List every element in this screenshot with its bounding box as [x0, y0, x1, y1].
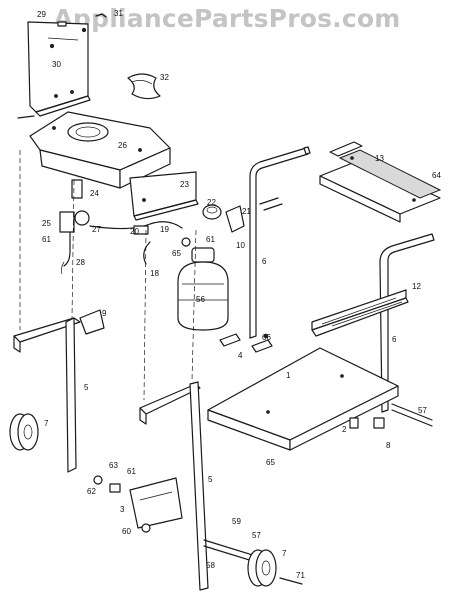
callout-4: 4: [238, 351, 243, 360]
part-7-wheel-right: [247, 549, 303, 587]
callout-6b: 6: [392, 335, 397, 344]
watermark: AppliancePartsPros.com: [53, 4, 401, 33]
axle-bolt-assembly: [203, 403, 433, 563]
callout-59: 59: [232, 517, 241, 526]
callout-26: 26: [118, 141, 127, 150]
callout-65a: 65: [172, 249, 181, 258]
callout-57b: 57: [252, 531, 261, 540]
callout-56: 56: [196, 295, 205, 304]
callout-28: 28: [76, 258, 85, 267]
callout-25: 25: [42, 219, 51, 228]
part-30-side-panel: [27, 13, 107, 117]
callout-20: 20: [130, 227, 139, 236]
callout-62: 62: [87, 487, 96, 496]
part-22-knob: [202, 204, 222, 220]
callout-61c: 61: [127, 467, 136, 476]
part-29-latch-shape: [57, 21, 67, 27]
callout-13: 13: [375, 154, 384, 163]
callout-7a: 7: [44, 419, 49, 428]
part-7-wheel-left: [9, 413, 39, 451]
callout-29: 29: [37, 10, 46, 19]
part-31-clip-shape: [95, 13, 107, 18]
callout-31: 31: [114, 9, 123, 18]
callout-labels: 29 31 30 32 26 23 22 24 25 27 61 28 20 1…: [37, 9, 441, 580]
callout-30: 30: [52, 60, 61, 69]
callout-9: 9: [102, 309, 107, 318]
callout-12: 12: [412, 282, 421, 291]
part-5-left-leg-frame: [13, 150, 105, 473]
part-1-bottom-shelf: [207, 347, 399, 451]
callout-66: 66: [262, 333, 271, 342]
callout-60: 60: [122, 527, 131, 536]
part-4-tank-clip: [219, 333, 273, 353]
callout-18: 18: [150, 269, 159, 278]
part-63-nut-shape: [109, 483, 121, 493]
callout-71: 71: [296, 571, 305, 580]
part-8-foot: [349, 417, 385, 429]
callout-5b: 5: [208, 475, 213, 484]
callout-61a: 61: [42, 235, 51, 244]
callout-23: 23: [180, 180, 189, 189]
part-3-axle-bracket: [93, 475, 183, 533]
callout-3: 3: [120, 505, 125, 514]
part-5-front-leg-frame: [139, 229, 209, 591]
callout-63: 63: [109, 461, 118, 470]
callout-58: 58: [206, 561, 215, 570]
callout-61b: 61: [206, 235, 215, 244]
callout-7b: 7: [282, 549, 287, 558]
callout-6a: 6: [262, 257, 267, 266]
callout-27: 27: [92, 225, 101, 234]
part-13-wood-slats: [319, 141, 442, 223]
callout-22: 22: [207, 198, 216, 207]
callout-57a: 57: [418, 406, 427, 415]
part-56-propane-tank: [177, 247, 229, 331]
part-10-bracket: [225, 197, 283, 233]
callout-32: 32: [160, 73, 169, 82]
part-62-washer-shape: [93, 475, 103, 485]
callout-1: 1: [286, 371, 291, 380]
callout-2: 2: [342, 425, 347, 434]
callout-21: 21: [242, 207, 251, 216]
part-23-control-panel: [129, 171, 199, 221]
callout-24: 24: [90, 189, 99, 198]
callout-19: 19: [160, 225, 169, 234]
callout-64: 64: [432, 171, 441, 180]
callout-5a: 5: [84, 383, 89, 392]
part-12-shelf-rack: [311, 289, 409, 337]
callout-8: 8: [386, 441, 391, 450]
part-32-hook: [127, 73, 161, 100]
callout-10: 10: [236, 241, 245, 250]
part-9-bracket-shape: [79, 309, 105, 335]
part-2-clip-shape: [349, 417, 359, 429]
part-60-bolt-shape: [141, 523, 151, 533]
valve-and-regulator-assembly: [59, 179, 191, 275]
callout-65b: 65: [266, 458, 275, 467]
